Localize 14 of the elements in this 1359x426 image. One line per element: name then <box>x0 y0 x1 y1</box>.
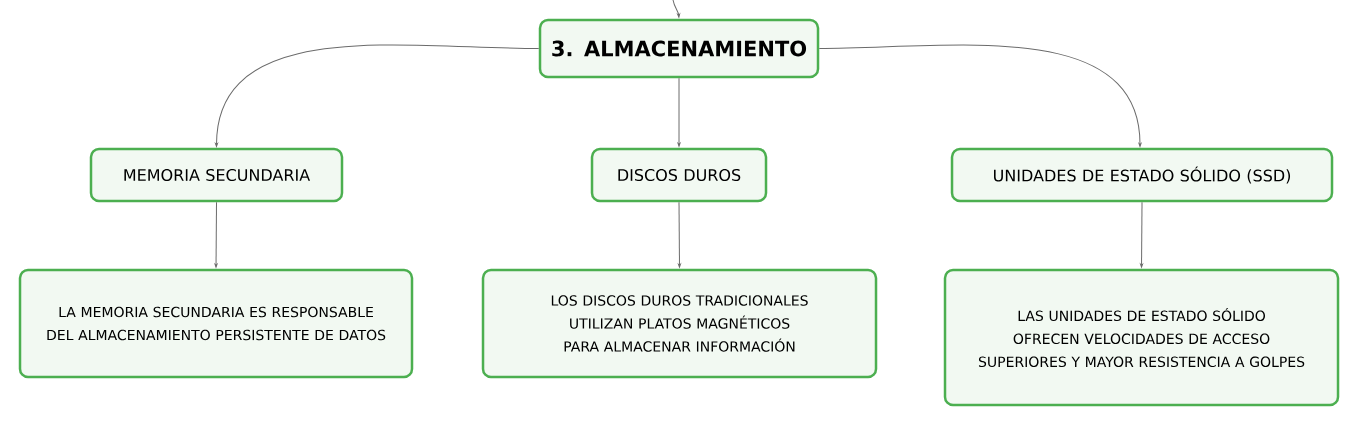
arrow <box>672 0 681 18</box>
arrow <box>215 44 540 147</box>
description-box: LA MEMORIA SECUNDARIA ES RESPONSABLE DEL ALMACENAMIENTO PERSISTENTE DE DATOS <box>18 268 414 379</box>
description-box: LAS UNIDADES DE ESTADO SÓLIDO OFRECEN VELOCIDADES DE ACCESO SUPERIORES Y MAYOR RESISTENCIA A GOLPES <box>943 268 1340 407</box>
description-box: LOS DISCOS DUROS TRADICIONALES UTILIZAN PLATOS MAGNÉTICOS PARA ALMACENAR INFORMACIÓN <box>481 268 878 379</box>
subtopic-box: UNIDADES DE ESTADO SÓLIDO (SSD) <box>950 147 1334 203</box>
arrow <box>677 77 681 147</box>
subtopic-box: MEMORIA SECUNDARIA <box>89 147 344 203</box>
subtopic-box: DISCOS DUROS <box>590 147 768 203</box>
topic-box: 3. ALMACENAMIENTO <box>538 18 820 79</box>
arrow <box>678 201 681 268</box>
arrow <box>818 44 1142 147</box>
arrow <box>1140 201 1143 268</box>
arrow <box>214 201 218 268</box>
